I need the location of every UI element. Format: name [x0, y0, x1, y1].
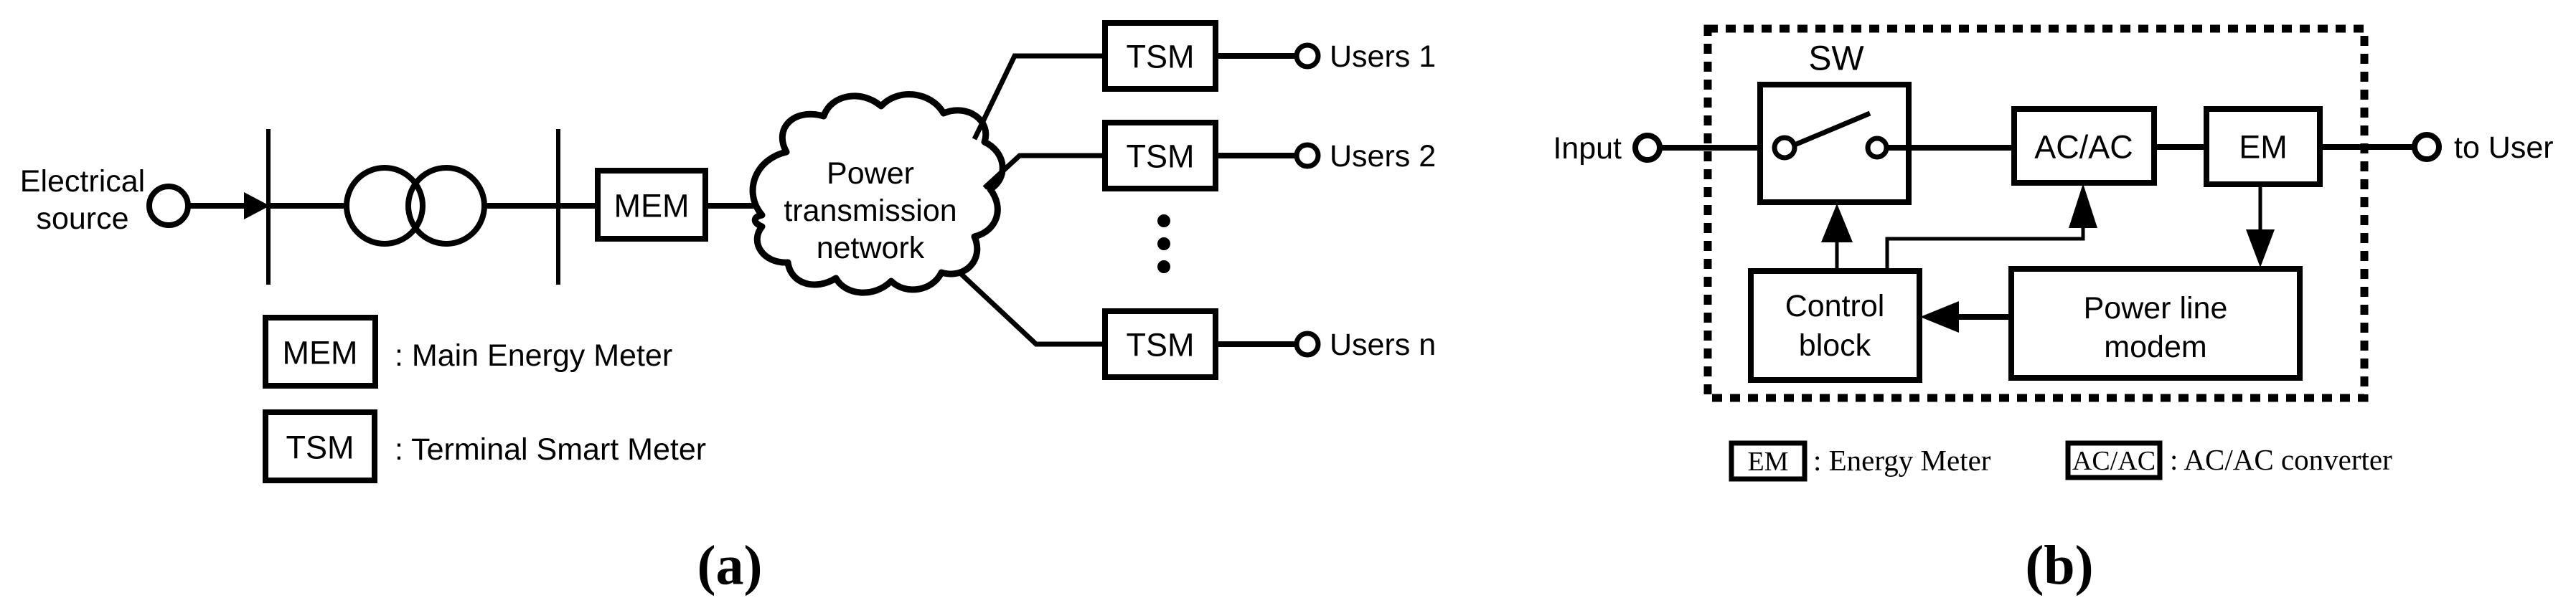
electrical-source-label-line2: source: [36, 201, 128, 236]
input-label: Input: [1553, 131, 1622, 166]
legend-tsm-description: : Terminal Smart Meter: [395, 432, 706, 467]
branch-line-tsm1: [972, 53, 1105, 141]
panel-b: Input SW AC/AC EM to User Control block …: [1553, 24, 2554, 597]
ellipsis-dots: [1157, 214, 1170, 273]
arrow-modem-to-control-head: [1920, 301, 1959, 333]
control-block-box: [1748, 268, 1922, 383]
legend-mem-box: [263, 315, 378, 389]
control-block-label-line2: block: [1799, 328, 1871, 363]
panel-a: Electrical source MEM Power transmission…: [20, 20, 1436, 597]
arrow-control-to-acac-elbow: [1885, 227, 2085, 271]
tsm-box-n-label: TSM: [1127, 327, 1195, 364]
branch-line-tsm2: [982, 153, 1105, 190]
ellipsis-dot-2: [1157, 237, 1170, 250]
acac-box-label: AC/AC: [2034, 129, 2133, 166]
legend-acac-symbol: AC/AC: [2072, 446, 2156, 476]
cloud-label-line3: network: [817, 231, 925, 265]
enclosure-dotted-border: [1703, 24, 2369, 402]
to-user-label: to User: [2454, 130, 2554, 165]
legend-acac-box: [2065, 440, 2163, 480]
acac-box: [2011, 106, 2157, 186]
arrow-em-to-modem-head: [2246, 229, 2275, 267]
switch-contact-left: [1772, 135, 1797, 161]
panel-a-caption: (a): [697, 534, 763, 597]
user-label-2: Users 2: [1330, 139, 1436, 174]
ellipsis-dot-3: [1157, 260, 1170, 273]
cloud-label-line2: transmission: [784, 194, 956, 228]
control-block-label-line1: Control: [1785, 289, 1885, 323]
input-terminal: [1632, 133, 1663, 163]
cloud-label-line1: Power: [827, 156, 914, 191]
legend-acac-description: : AC/AC converter: [2170, 443, 2392, 476]
tsm-box-n: [1102, 308, 1218, 380]
tsm-box-2-label: TSM: [1127, 138, 1195, 175]
user-terminal-n: [1294, 331, 1321, 358]
source-arrowhead: [244, 192, 270, 219]
legend-mem-description: : Main Energy Meter: [395, 338, 672, 373]
sw-box: [1757, 82, 1912, 205]
to-user-terminal: [2412, 132, 2442, 162]
powerline-modem-box: [2008, 266, 2303, 381]
electrical-source-terminal: [146, 184, 191, 228]
transformer-coil-right: [405, 165, 487, 247]
user-terminal-1: [1294, 42, 1321, 70]
tsm-box-1: [1102, 20, 1218, 92]
branch-line-tsmn: [956, 269, 1105, 347]
user-label-1: Users 1: [1330, 39, 1436, 74]
legend-em-symbol: EM: [1748, 447, 1789, 477]
legend-em-description: : Energy Meter: [1813, 444, 1991, 477]
sw-label: SW: [1808, 40, 1864, 78]
legend-tsm-box: [263, 409, 377, 483]
electrical-source-label-line1: Electrical: [20, 164, 145, 199]
user-terminal-2: [1294, 142, 1321, 169]
powerline-modem-label-line1: Power line: [2084, 291, 2228, 326]
legend-panel-a: MEM : Main Energy Meter TSM : Terminal S…: [263, 315, 706, 483]
tsm-box-1-label: TSM: [1127, 39, 1195, 75]
arrow-control-to-acac-head: [2069, 184, 2097, 228]
transformer-symbol: [344, 165, 487, 247]
panel-b-caption: (b): [2025, 534, 2093, 597]
power-network-cloud: [749, 91, 1006, 296]
arrow-control-to-sw-head: [1821, 204, 1853, 242]
powerline-modem-label-line2: modem: [2104, 330, 2206, 364]
legend-mem-symbol: MEM: [283, 335, 358, 371]
user-label-n: Users n: [1330, 328, 1436, 362]
legend-tsm-symbol: TSM: [286, 429, 354, 466]
legend-panel-b: EM : Energy Meter AC/AC : AC/AC converte…: [1729, 440, 2392, 482]
mem-box: [595, 168, 708, 242]
mem-box-label: MEM: [614, 188, 690, 224]
legend-em-box: [1729, 440, 1808, 482]
switch-lever: [1793, 110, 1871, 148]
ellipsis-dot-1: [1157, 214, 1170, 227]
transformer-coil-left: [344, 165, 426, 247]
em-box-label: EM: [2239, 129, 2288, 166]
